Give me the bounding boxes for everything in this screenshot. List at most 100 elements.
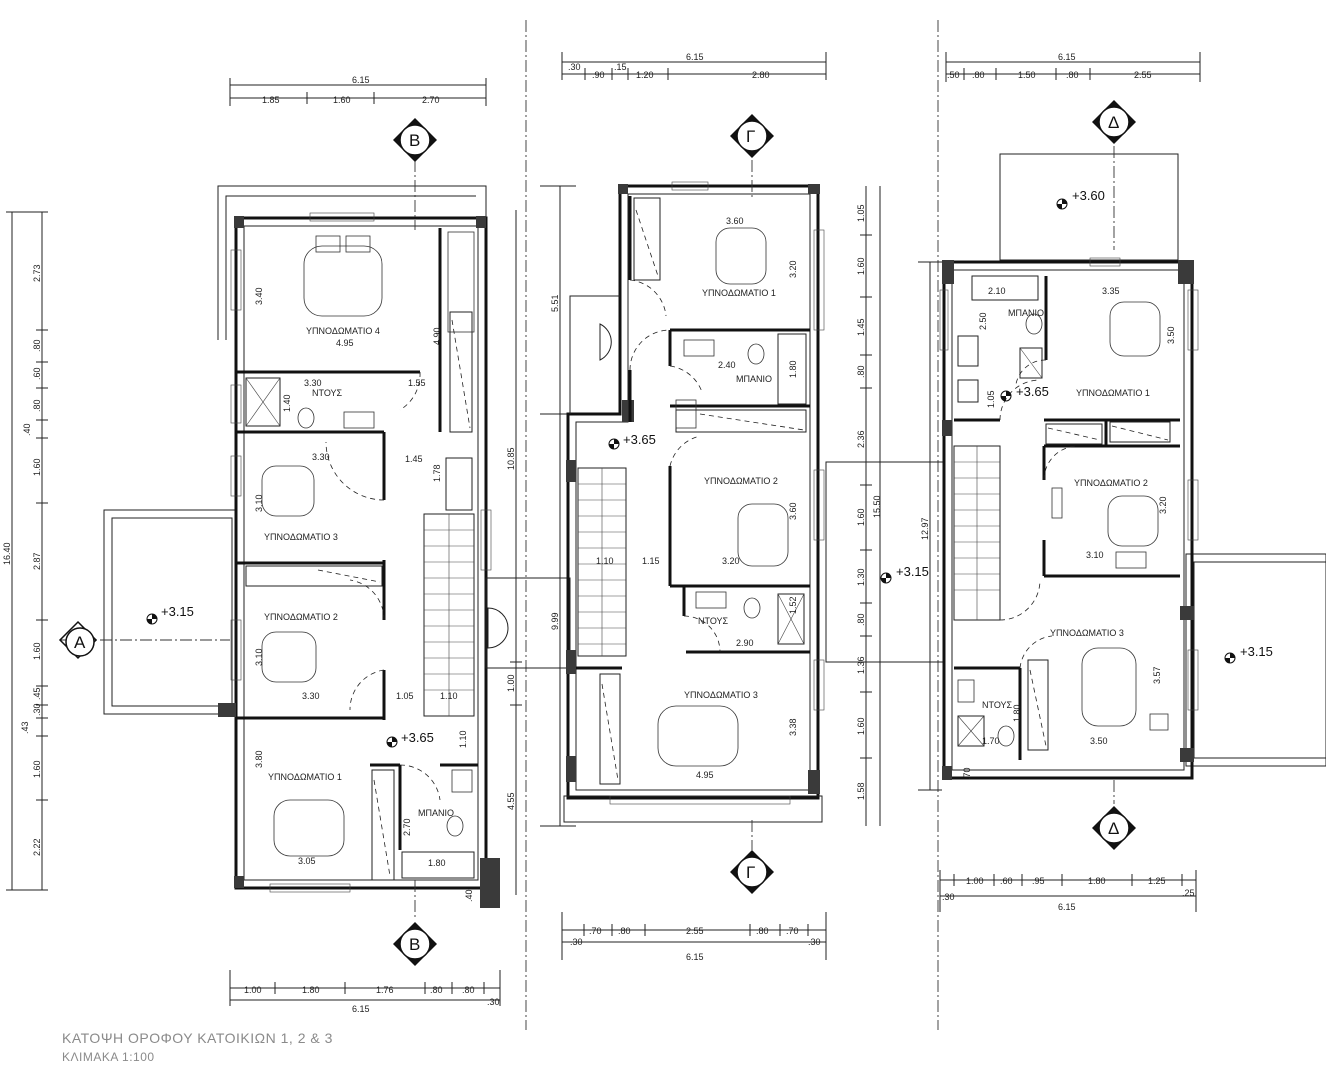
bed-symbol [737,503,789,567]
room-label: ΥΠΝΟΔΩΜΑΤΙΟ 2 [704,476,778,486]
dim-label: 1.10 [440,691,458,701]
level-marker: +3.65 [1000,384,1049,402]
dim-label: 1.50 [1018,70,1036,80]
dim-label: 9.99 [550,612,560,630]
dim-label: 2.87 [32,552,42,570]
dim-label: 1.60 [856,717,866,735]
dim-label: 1.10 [458,730,468,748]
dim-label: 3.05 [298,856,316,866]
dim-label: .80 [462,985,475,995]
room-label: ΥΠΝΟΔΩΜΑΤΙΟ 3 [684,690,758,700]
room-label: ΜΠΑΝΙΟ [1008,308,1044,318]
dim-label: 4.90 [432,327,442,345]
dim-label: .30 [32,703,42,716]
svg-text:Α: Α [74,633,86,652]
drawing-scale: ΚΛΙΜΑΚΑ 1:100 [62,1050,155,1064]
svg-text:+3.15: +3.15 [1240,644,1273,659]
dim-label: 3.60 [726,216,744,226]
dim-label: 1.25 [1148,876,1166,886]
svg-text:+3.60: +3.60 [1072,188,1105,203]
dim-label: 2.50 [978,312,988,330]
dim-label: 6.15 [1058,52,1076,62]
dim-label: .60 [1000,876,1013,886]
svg-text:+3.65: +3.65 [1016,384,1049,399]
dim-label: 1.76 [376,985,394,995]
dim-label: 1.80 [788,360,798,378]
dim-label: 3.10 [254,494,264,512]
dim-label: 2.40 [718,360,736,370]
house-2-plan: 6.15 .30 .90 .15 1.20 2.80 5.51 9.99 1.0… [540,52,945,962]
dim-label: .50 [947,70,960,80]
dim-label: 1.80 [428,858,446,868]
dim-label: 1.52 [788,596,798,614]
section-marker-d: Δ [1092,806,1136,850]
dim-label: .15 [614,62,627,72]
dim-label: 1.60 [32,760,42,778]
house-1-plan: 6.15 1.85 1.60 2.70 16.40 2.73 .80 .60 .… [2,75,571,1014]
dim-label: 1.45 [405,454,423,464]
svg-text:+3.65: +3.65 [401,730,434,745]
dim-label: .30 [942,892,955,902]
dim-label: .80 [856,613,866,626]
svg-text:+3.15: +3.15 [161,604,194,619]
dim-label: 2.70 [422,95,440,105]
level-marker: +3.65 [608,432,656,450]
dim-label: 3.60 [788,502,798,520]
dim-label: .45 [32,687,42,700]
dim-label: .70 [589,926,602,936]
dim-label: .70 [786,926,799,936]
dim-label: 1.60 [856,508,866,526]
svg-text:Δ: Δ [1108,113,1119,132]
dim-label: .30 [570,937,583,947]
svg-text:Β: Β [409,935,420,954]
dim-label: 6.15 [1058,902,1076,912]
dim-label: 1.80 [302,985,320,995]
dim-label: 1.00 [966,876,984,886]
room-label: ΜΠΑΝΙΟ [418,808,454,818]
dim-label: 2.55 [1134,70,1152,80]
dim-label: 1.10 [596,556,614,566]
stair-treads [954,446,1000,620]
dim-label: 2.80 [752,70,770,80]
room-label: ΥΠΝΟΔΩΜΑΤΙΟ 4 [306,326,380,336]
dim-label: 12.97 [920,517,930,540]
svg-text:+3.65: +3.65 [623,432,656,447]
dim-label: 1.05 [396,691,414,701]
dim-label: .40 [22,423,32,436]
dim-label: 4.95 [696,770,714,780]
dim-label: 3.30 [302,691,320,701]
level-marker: +3.60 [1056,188,1105,210]
section-marker-g: Γ [730,850,774,894]
room-label: ΥΠΝΟΔΩΜΑΤΙΟ 3 [264,532,338,542]
room-label: ΜΠΑΝΙΟ [736,374,772,384]
dim-label: 1.00 [244,985,262,995]
level-marker: +3.15 [1224,644,1273,664]
bed-symbol [715,227,767,285]
dim-label: 1.45 [856,318,866,336]
dim-label: 3.57 [1152,666,1162,684]
section-marker-a: Α [58,620,98,660]
dim-label: .80 [430,985,443,995]
level-marker: +3.15 [880,564,929,584]
section-marker-d: Δ [1092,100,1136,144]
dim-label: 6.15 [352,1004,370,1014]
house-3-plan: 6.15 .50 .80 1.50 .80 2.55 12.97 .30 1.0… [918,52,1326,912]
svg-text:Δ: Δ [1108,819,1119,838]
dim-label: 1.80 [1012,704,1022,722]
stair-treads [424,514,474,716]
dim-label: 5.51 [550,294,560,312]
dim-label: 1.40 [282,394,292,412]
dim-label: 4.55 [506,792,516,810]
dim-label: .30 [808,937,821,947]
bed-symbol [1081,647,1137,727]
dim-label: .60 [32,367,42,380]
bed-symbol [303,235,383,317]
dim-label: 1.20 [636,70,654,80]
bed-symbol [1107,495,1159,547]
dim-label: .30 [487,997,500,1007]
dim-label: .95 [1032,876,1045,886]
dim-label: .90 [592,70,605,80]
dim-label: 6.15 [686,52,704,62]
dim-label: 1.30 [856,568,866,586]
dim-label: 3.38 [788,718,798,736]
